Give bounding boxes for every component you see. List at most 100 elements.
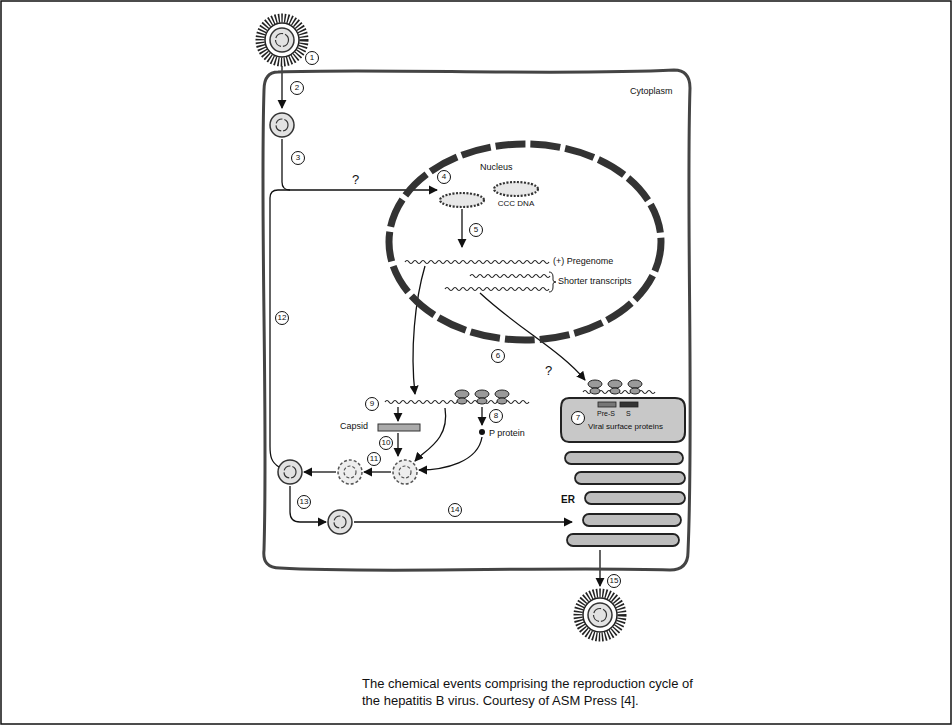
part-label-text: Viral surface proteins: [588, 422, 663, 431]
capsid: [278, 460, 302, 484]
callout-number-text: 10: [380, 437, 392, 449]
part-label: (+) Pregenome: [553, 256, 613, 266]
arrow: [304, 471, 336, 472]
part-label-text: Capsid: [340, 421, 368, 431]
immature-capsid: [338, 460, 362, 484]
er-cisterna: [575, 472, 685, 484]
ribosomes: [477, 398, 487, 404]
part-label: Pre-S: [597, 410, 615, 418]
callout-number: 6: [491, 349, 505, 363]
er-lumen: [561, 398, 685, 442]
p-protein-dot: [479, 429, 485, 435]
arrow: [364, 471, 391, 472]
node-text-holder: CCC DNA: [498, 199, 534, 208]
part-label-text: (+) Pregenome: [553, 256, 613, 266]
arrow: [461, 209, 462, 247]
ribosomes: [457, 398, 467, 404]
node-text-holder: Nucleus: [480, 162, 513, 172]
ribosomes: [495, 390, 509, 404]
callout-number: 5: [469, 223, 483, 237]
dna-circle: [440, 193, 484, 207]
capsid-protein: [378, 424, 420, 431]
node-text-holder: Cytoplasm: [630, 86, 673, 96]
ribosomes: [608, 380, 622, 394]
er-cisterna: [583, 514, 681, 526]
part-label-text: Shorter transcripts: [558, 276, 632, 286]
part-label-text: P protein: [489, 428, 525, 438]
callout-number-text: 2: [291, 82, 303, 94]
er-cisterna: [585, 492, 685, 504]
ribosomes: [628, 380, 642, 388]
callout-number: 2: [290, 81, 304, 95]
part-label-text: Pre-S: [597, 410, 615, 418]
arrow: [481, 407, 482, 425]
arrow: [290, 486, 326, 522]
er-cisterna: [565, 452, 683, 464]
arrow: [354, 521, 572, 522]
callout-number: 15: [607, 574, 621, 588]
ribosomes: [455, 390, 509, 404]
nuclear-envelope: [389, 144, 661, 340]
callout-number: 4: [437, 170, 451, 184]
virion: [578, 593, 622, 637]
ribosomes: [588, 380, 602, 394]
callout-number: 14: [448, 503, 462, 517]
endoplasmic-reticulum-outline: [555, 382, 693, 550]
rna-strand: [445, 288, 549, 291]
arrow: [415, 408, 446, 461]
callout-number-text: 12: [276, 312, 288, 324]
callout-number: 7: [571, 411, 585, 425]
immature-capsid: [393, 460, 417, 484]
part-label-text: S: [626, 410, 631, 418]
arrow: [413, 266, 425, 394]
dna-circle: CCC DNA: [490, 180, 542, 212]
arrow: [282, 139, 290, 190]
cell: CCC DNA NucleusER Cytoplasm: [258, 66, 694, 576]
callout-number-text: 14: [449, 504, 461, 516]
rna-strand: [470, 275, 550, 278]
part-label: ?: [545, 364, 552, 379]
part-label: ?: [352, 173, 359, 188]
er-cisterna: [567, 534, 679, 546]
part-label: P protein: [489, 428, 525, 438]
callout-number-text: 9: [366, 398, 378, 410]
ribosomes: [497, 398, 507, 404]
part-label: S: [626, 410, 631, 418]
arrow: [270, 190, 437, 467]
nucleus-outline: [385, 140, 665, 345]
callout-number: 12: [275, 311, 289, 325]
ribosomes: [475, 390, 489, 404]
callout-number-text: 3: [292, 152, 304, 164]
part-label: Capsid: [340, 421, 368, 431]
s-protein: [620, 402, 638, 407]
callout-number-text: 5: [470, 224, 482, 236]
callout-number-text: 6: [492, 350, 504, 362]
part-label: Shorter transcripts: [558, 276, 632, 286]
ribosomes: [630, 388, 640, 394]
callout-number: 3: [291, 151, 305, 165]
callout-number-text: 4: [438, 171, 450, 183]
capsid: [328, 510, 352, 534]
ribosomes: [608, 380, 622, 388]
part-label: Viral surface proteins: [588, 422, 663, 431]
node-label: CCC DNA: [498, 199, 534, 208]
callout-number-text: 11: [368, 453, 380, 465]
cell-membrane: [263, 70, 690, 570]
node-text-holder: ER: [561, 494, 575, 506]
caption-text: The chemical events comprising the repro…: [362, 676, 714, 710]
callout-number: 9: [365, 397, 379, 411]
arrow: [397, 407, 398, 421]
node-label: Nucleus: [480, 162, 513, 172]
ribosomes: [588, 380, 642, 394]
endoplasmic-reticulum: ER: [555, 382, 693, 550]
pre-s-protein: [598, 402, 616, 407]
arrow: [419, 437, 482, 470]
node-label: ER: [561, 494, 575, 506]
callout-number: 13: [297, 495, 311, 509]
part-label-text: ?: [352, 173, 359, 188]
ribosomes: [475, 390, 489, 398]
node-label: Cytoplasm: [630, 86, 673, 96]
